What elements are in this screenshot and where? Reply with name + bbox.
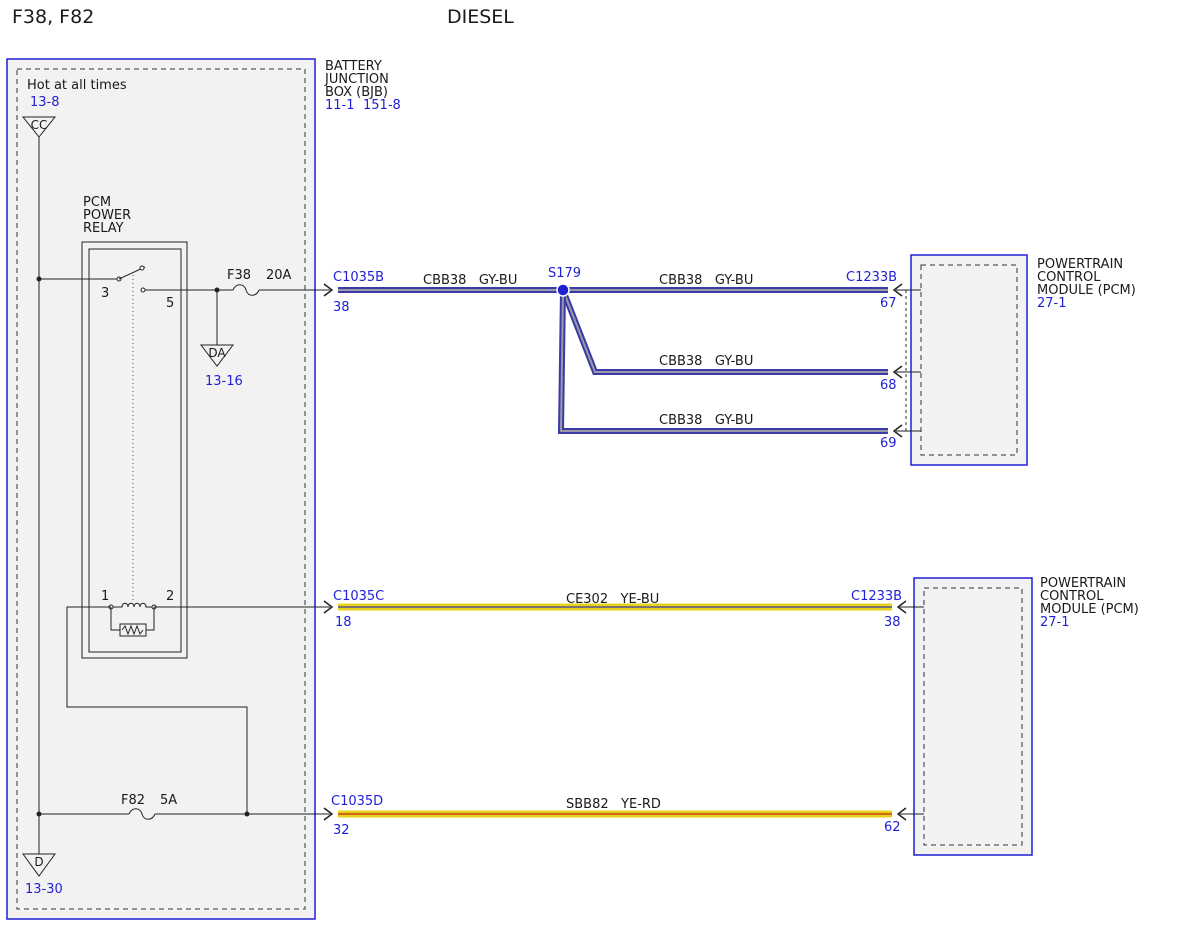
- connector-c1035b-icon: [323, 283, 334, 297]
- pcm-module-bottom: [900, 577, 1033, 856]
- pcm-top-label-line1: POWERTRAIN: [1037, 257, 1123, 272]
- wire-ce302-label: CE302 YE-BU: [566, 592, 659, 607]
- pcm-top-ref-link[interactable]: 27-1: [1037, 296, 1067, 311]
- ground-cc-label: CC: [31, 118, 48, 132]
- relay-label-line2: POWER: [83, 208, 131, 223]
- bjb-label-line3: BOX (BJB): [325, 85, 388, 100]
- pcm-pin-38: 38: [884, 615, 901, 630]
- coil-circuit: [66, 606, 330, 814]
- pcm-pin-62: 62: [884, 820, 901, 835]
- wire-cbb38-label-right2: CBB38 GY-BU: [659, 354, 753, 369]
- pcm-top-label-line2: CONTROL: [1037, 270, 1101, 285]
- fuse-f38-rating: 20A: [266, 268, 292, 283]
- splice-s179-icon: [556, 283, 570, 297]
- connector-c1035d-icon: [323, 807, 334, 821]
- connector-c1035c-pin: 18: [335, 615, 352, 630]
- connector-c1035d-pin: 32: [333, 823, 350, 838]
- pcm-bottom-pin-38-arrow-icon: [896, 600, 907, 614]
- bjb-ref-2[interactable]: 151-8: [363, 98, 401, 113]
- pcm-pin-69: 69: [880, 436, 897, 451]
- bjb-label-line2: JUNCTION: [324, 72, 389, 87]
- f38-circuit: [145, 284, 330, 345]
- ground-d-ref-link[interactable]: 13-30: [25, 882, 63, 897]
- connector-c1233b-top-label[interactable]: C1233B: [846, 270, 897, 285]
- relay-pin-1: 1: [101, 589, 109, 604]
- pcm-top-pin-68-arrow-icon: [892, 365, 903, 379]
- splice-s179-label[interactable]: S179: [548, 266, 581, 281]
- fuse-f82-name: F82: [121, 793, 145, 808]
- hot-at-all-times-label: Hot at all times: [27, 78, 127, 93]
- pcm-top-pin-67-arrow-icon: [892, 283, 903, 297]
- hot-ref-link[interactable]: 13-8: [30, 95, 60, 110]
- relay-label-line3: RELAY: [83, 221, 124, 236]
- fuse-f82-rating: 5A: [160, 793, 177, 808]
- relay-label-line1: PCM: [83, 195, 111, 210]
- pcm-power-relay: [39, 241, 188, 659]
- pcm-bottom-label-line2: CONTROL: [1040, 589, 1104, 604]
- bjb-label-line1: BATTERY: [325, 59, 382, 74]
- pcm-module-top: [896, 254, 1028, 466]
- pcm-top-label-line3: MODULE (PCM): [1037, 283, 1136, 298]
- page-title-left: F38, F82: [12, 6, 94, 28]
- connector-c1035c-label[interactable]: C1035C: [333, 589, 384, 604]
- pcm-bottom-label-line1: POWERTRAIN: [1040, 576, 1126, 591]
- wire-cbb38-label-right3: CBB38 GY-BU: [659, 413, 753, 428]
- connector-c1035b-pin: 38: [333, 300, 350, 315]
- wire-cbb38[interactable]: [338, 287, 888, 434]
- relay-pin-5: 5: [166, 296, 174, 311]
- connector-c1035c-icon: [323, 600, 334, 614]
- connector-c1233b-mid-label[interactable]: C1233B: [851, 589, 902, 604]
- f82-circuit: [39, 808, 330, 820]
- pcm-bottom-pin-62-arrow-icon: [896, 807, 907, 821]
- pcm-pin-67: 67: [880, 296, 897, 311]
- ground-d-label: D: [34, 855, 43, 869]
- wire-cbb38-label-left: CBB38 GY-BU: [423, 273, 517, 288]
- ground-da-ref-link[interactable]: 13-16: [205, 374, 243, 389]
- page-title-center: DIESEL: [447, 6, 514, 28]
- wire-sbb82-label: SBB82 YE-RD: [566, 797, 661, 812]
- ground-d-icon: [22, 853, 56, 877]
- pcm-bottom-label-line3: MODULE (PCM): [1040, 602, 1139, 617]
- ground-da-label: DA: [208, 346, 226, 360]
- connector-c1035d-label[interactable]: C1035D: [331, 794, 383, 809]
- bjb-ref-1[interactable]: 11-1: [325, 98, 355, 113]
- pcm-bottom-ref-link[interactable]: 27-1: [1040, 615, 1070, 630]
- fuse-f38-name: F38: [227, 268, 251, 283]
- ground-cc-icon: [21, 116, 57, 138]
- pcm-pin-68: 68: [880, 378, 897, 393]
- pcm-top-pin-69-arrow-icon: [892, 424, 903, 438]
- relay-pin-2: 2: [166, 589, 174, 604]
- relay-pin-3: 3: [101, 286, 109, 301]
- connector-c1035b-label[interactable]: C1035B: [333, 270, 384, 285]
- ground-da-icon: [199, 344, 235, 367]
- wire-cbb38-label-right1: CBB38 GY-BU: [659, 273, 753, 288]
